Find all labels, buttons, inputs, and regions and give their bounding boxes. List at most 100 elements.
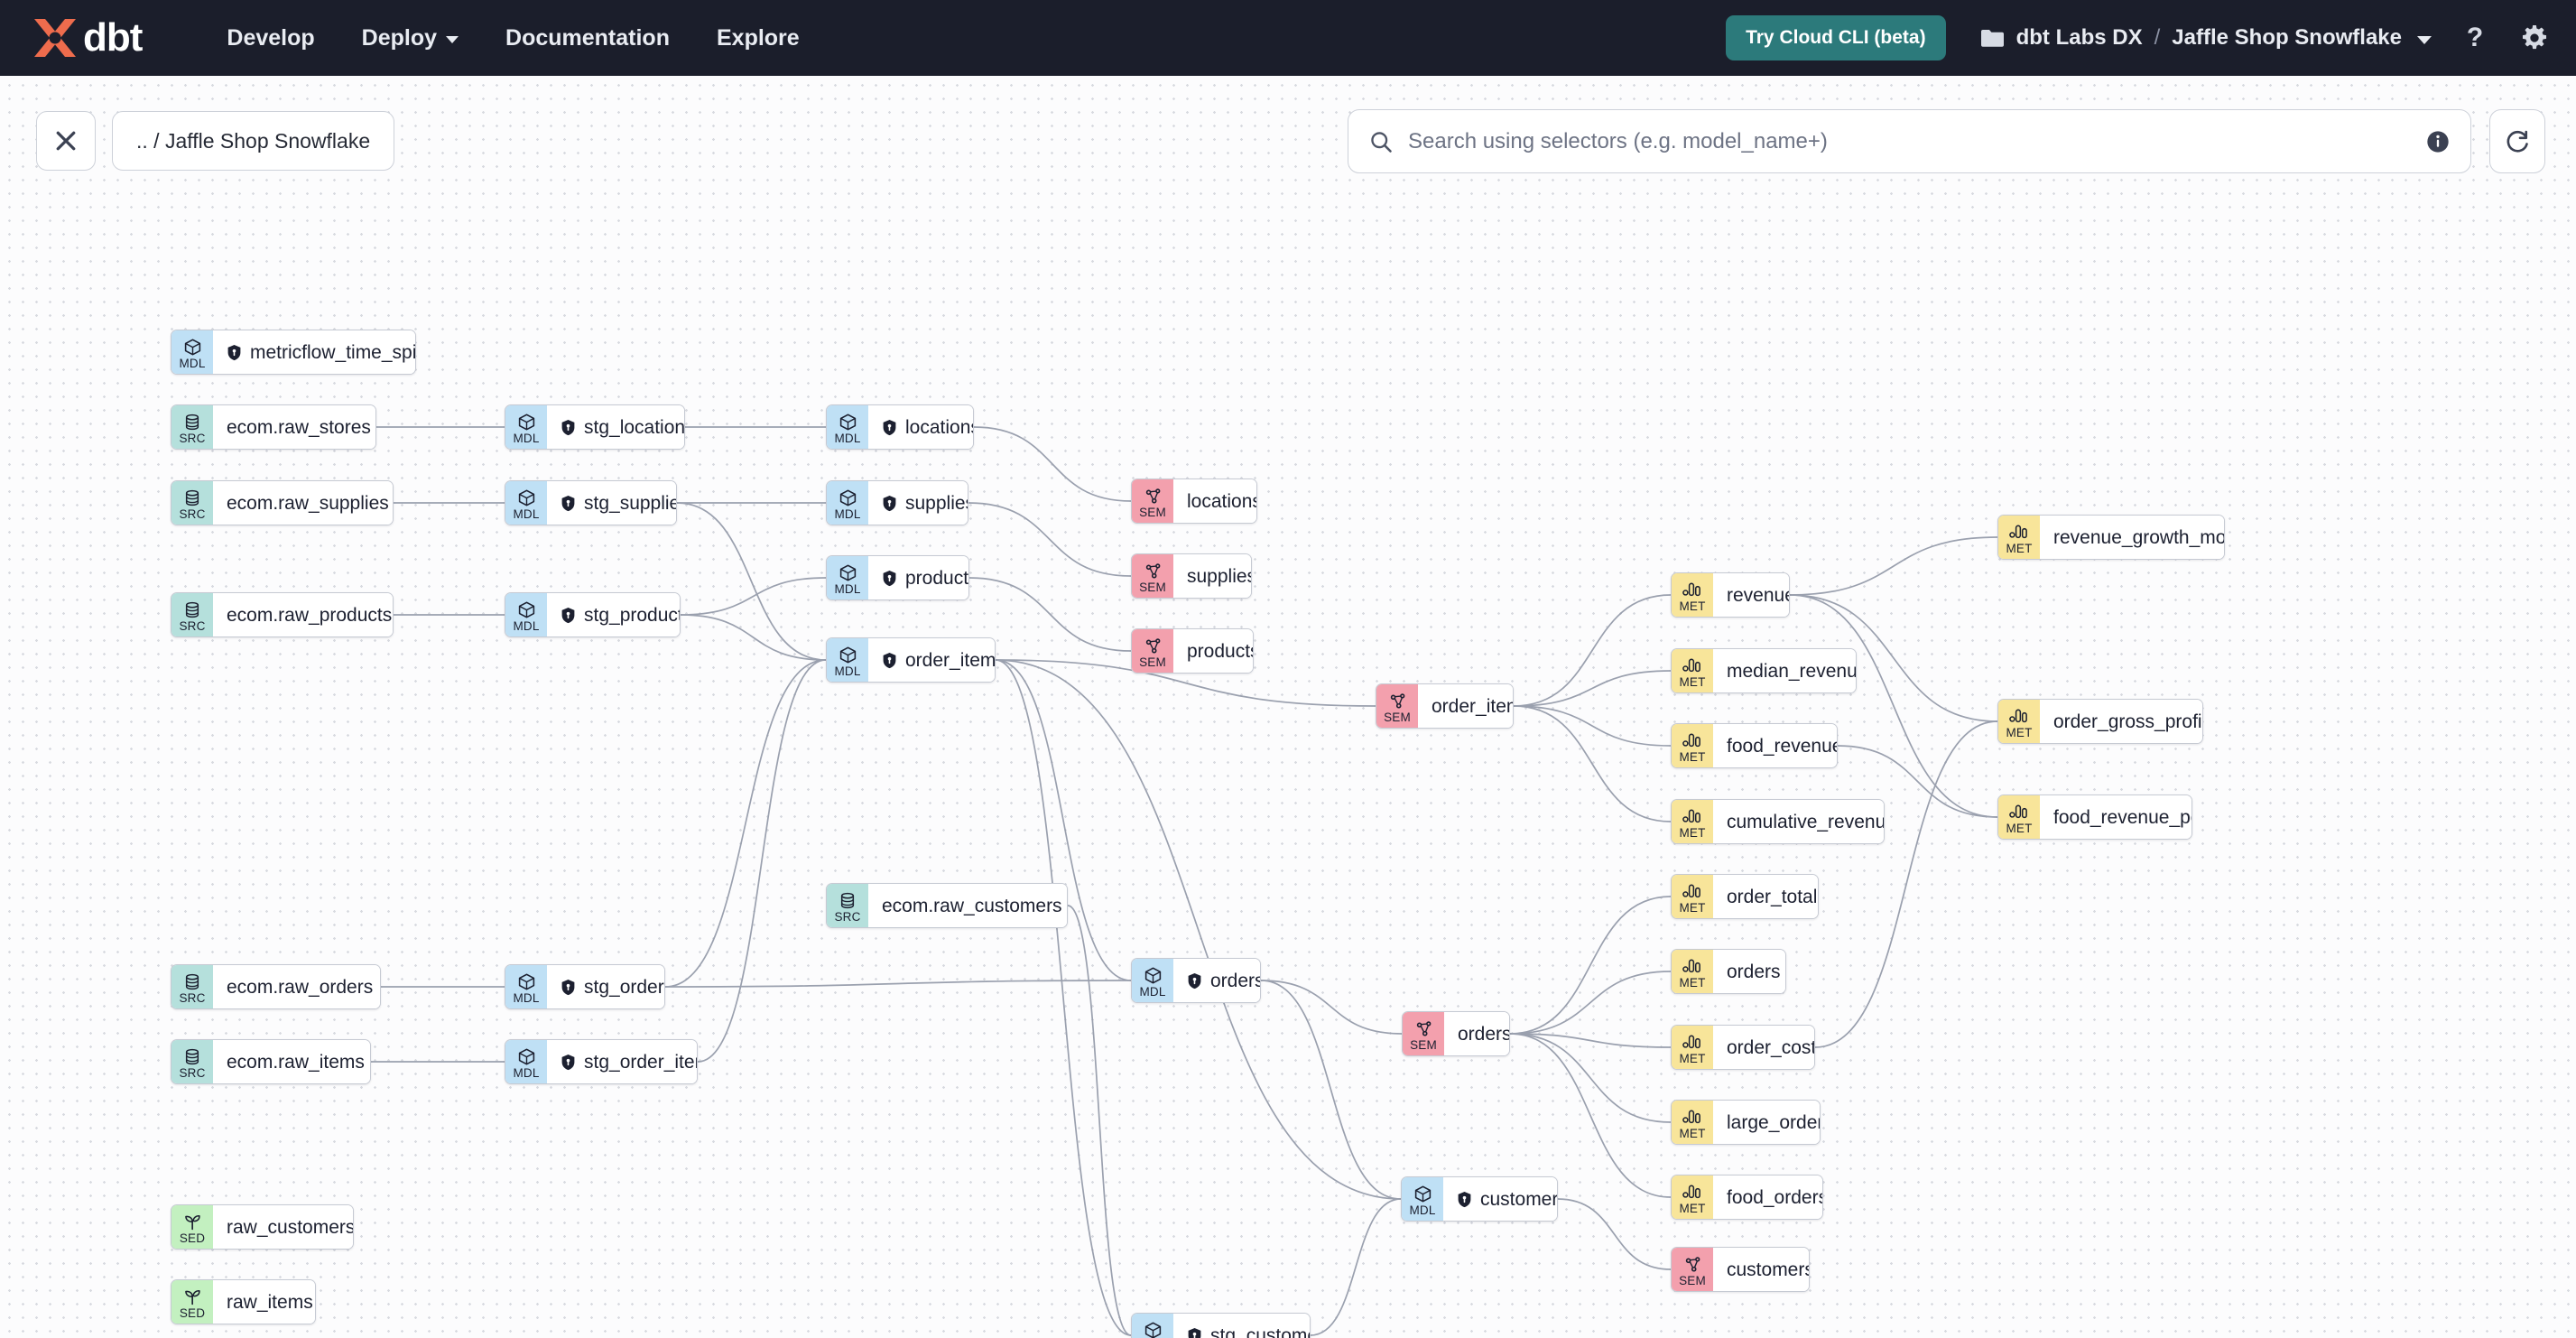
- lineage-node-products_mdl[interactable]: MDL products: [826, 555, 969, 600]
- lineage-graph-canvas[interactable]: .. / Jaffle Shop Snowflake MDL metricf: [0, 76, 2576, 1338]
- settings-button[interactable]: [2518, 22, 2551, 54]
- node-type-badge-mdl: MDL: [1132, 1314, 1173, 1338]
- nav-link-deploy[interactable]: Deploy: [338, 16, 482, 60]
- nav-link-explore[interactable]: Explore: [693, 16, 823, 60]
- lineage-node-metricflow_time_spine[interactable]: MDL metricflow_time_spine: [171, 330, 416, 375]
- info-icon[interactable]: [2425, 129, 2451, 154]
- node-label: order_gross_profit: [2053, 711, 2203, 732]
- node-label: stg_orders: [584, 976, 665, 998]
- node-type-tag: SEM: [1679, 1273, 1706, 1287]
- dbt-logo[interactable]: dbt: [31, 15, 143, 60]
- node-type-badge-mdl: MDL: [171, 330, 213, 374]
- bar-chart-icon: [1682, 581, 1702, 600]
- node-type-tag: MDL: [513, 506, 540, 521]
- node-body: raw_customers: [213, 1205, 353, 1249]
- node-type-tag: MET: [1679, 975, 1706, 990]
- lineage-node-order_items_mdl[interactable]: MDL order_items: [826, 637, 996, 683]
- lineage-node-orders_mdl[interactable]: MDL orders: [1131, 958, 1261, 1003]
- lineage-edge-order_cost_met-to-order_gross_profit_met: [1814, 720, 1998, 1048]
- node-type-badge-sem: SEM: [1672, 1248, 1713, 1291]
- lineage-node-stg_locations[interactable]: MDL stg_locations: [505, 404, 685, 450]
- lineage-node-raw_customers[interactable]: SED raw_customers: [171, 1204, 354, 1250]
- node-type-tag: MDL: [834, 431, 861, 445]
- project-name[interactable]: Jaffle Shop Snowflake: [2172, 25, 2402, 50]
- node-body: order_items: [868, 638, 995, 682]
- cube-icon: [183, 338, 202, 358]
- lineage-node-customers_mdl[interactable]: MDL customers: [1401, 1176, 1558, 1222]
- account-name[interactable]: dbt Labs DX: [2015, 25, 2143, 50]
- nav-link-documentation-label: Documentation: [505, 24, 670, 51]
- database-icon: [183, 1047, 201, 1067]
- breadcrumb-separator: /: [2154, 25, 2161, 50]
- refresh-button[interactable]: [2489, 109, 2545, 173]
- lineage-node-locations_mdl[interactable]: MDL locations: [826, 404, 974, 450]
- nav-link-documentation[interactable]: Documentation: [482, 16, 693, 60]
- node-label: stg_order_items: [584, 1051, 697, 1073]
- node-type-tag: MDL: [834, 506, 861, 521]
- node-body: food_revenue_pct: [2040, 795, 2191, 839]
- node-body: large_order: [1713, 1101, 1820, 1144]
- node-label: ecom.raw_customers: [882, 895, 1062, 916]
- node-type-tag: MET: [1679, 749, 1706, 764]
- lineage-node-supplies_mdl[interactable]: MDL supplies: [826, 480, 968, 525]
- breadcrumb-chip[interactable]: .. / Jaffle Shop Snowflake: [112, 111, 395, 171]
- project-chevron-down-icon[interactable]: [2417, 35, 2432, 44]
- search-bar[interactable]: [1348, 109, 2471, 173]
- database-icon: [183, 600, 201, 620]
- lineage-node-stg_customers[interactable]: MDL stg_customers: [1131, 1313, 1311, 1338]
- lineage-node-stg_order_items[interactable]: MDL stg_order_items: [505, 1039, 698, 1084]
- lineage-node-stg_orders[interactable]: MDL stg_orders: [505, 964, 665, 1009]
- lineage-node-ecom_raw_supplies[interactable]: SRC ecom.raw_supplies: [171, 480, 394, 525]
- cube-icon: [839, 488, 857, 508]
- bar-chart-icon: [2009, 803, 2029, 822]
- node-type-tag: SED: [179, 1231, 206, 1245]
- semantic-graph-icon: [1144, 487, 1163, 506]
- node-type-badge-sem: SEM: [1132, 629, 1173, 673]
- lineage-node-stg_supplies[interactable]: MDL stg_supplies: [505, 480, 677, 525]
- node-type-tag: MET: [1679, 599, 1706, 613]
- lineage-edge-customers_mdl-to-customers_sem: [1557, 1198, 1672, 1270]
- node-label: ecom.raw_orders: [227, 976, 374, 998]
- node-type-tag: SRC: [179, 431, 206, 445]
- search-input[interactable]: [1408, 128, 2425, 154]
- help-button[interactable]: ?: [2459, 22, 2491, 54]
- node-type-badge-mdl: MDL: [827, 405, 868, 449]
- node-type-tag: SRC: [179, 506, 206, 521]
- node-type-badge-met: MET: [1672, 724, 1713, 767]
- lineage-node-stg_products[interactable]: MDL stg_products: [505, 592, 681, 637]
- nav-link-develop[interactable]: Develop: [203, 16, 338, 60]
- seedling-icon: [183, 1287, 202, 1307]
- node-label: ecom.raw_supplies: [227, 492, 389, 514]
- close-lineage-button[interactable]: [36, 111, 96, 171]
- node-label: ecom.raw_items: [227, 1051, 365, 1073]
- refresh-icon: [2507, 130, 2528, 153]
- try-cloud-cli-button[interactable]: Try Cloud CLI (beta): [1726, 15, 1946, 60]
- node-type-badge-mdl: MDL: [505, 965, 547, 1008]
- lineage-edge-stg_products-to-products_mdl: [680, 577, 827, 616]
- node-label: order_item: [1432, 695, 1514, 717]
